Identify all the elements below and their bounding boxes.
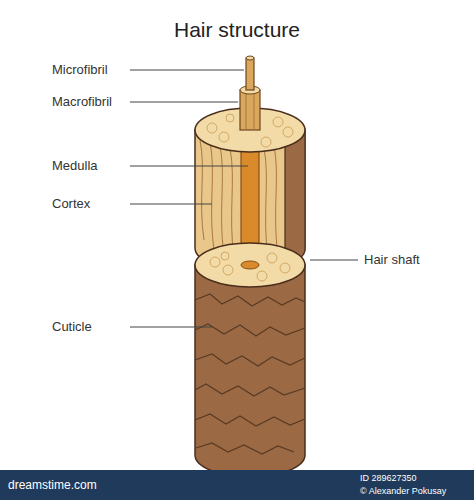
- macrofibril-line: [254, 92, 255, 130]
- cuticle-body: [195, 265, 305, 477]
- lower-section: [195, 243, 305, 287]
- part-label: Hair shaft: [364, 252, 420, 268]
- watermark-bar: [0, 470, 474, 500]
- lower-cells: [210, 252, 290, 281]
- part-label: Cortex: [52, 196, 90, 212]
- part-label: Medulla: [52, 158, 98, 174]
- watermark-author: © Alexander Pokusay: [360, 486, 446, 497]
- cortex-fibres: [200, 140, 278, 258]
- part-label: Microfibril: [52, 62, 108, 78]
- microfibril-rod: [246, 58, 254, 90]
- macrofibril-line: [246, 92, 247, 130]
- leader-lines: [130, 70, 358, 327]
- upper-cuticle: [285, 130, 305, 266]
- part-label: Cuticle: [52, 319, 92, 335]
- lower-medulla: [241, 261, 259, 269]
- microfibril-top: [246, 56, 254, 60]
- macrofibril-rod: [240, 90, 260, 130]
- cuticle-scales: [195, 294, 305, 454]
- watermark-id: ID 289627350: [360, 473, 417, 484]
- diagram-title: Hair structure: [174, 17, 300, 42]
- watermark-logo: dreamstime.com: [8, 478, 97, 492]
- part-label: Macrofibril: [52, 94, 112, 110]
